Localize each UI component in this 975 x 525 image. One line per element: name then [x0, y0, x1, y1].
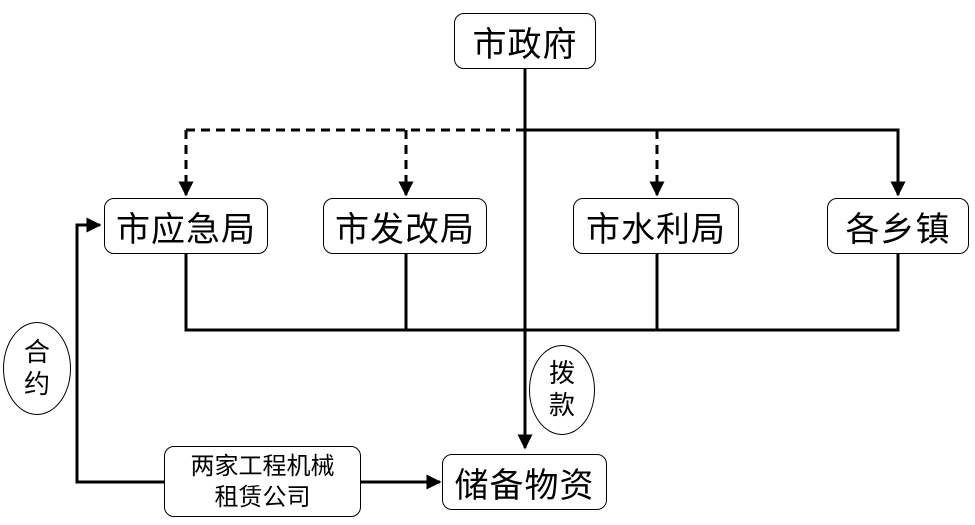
node-leasing-companies: 两家工程机械 租赁公司	[164, 446, 361, 517]
bottom-bus-line	[184, 252, 900, 332]
leasing-companies-line2: 租赁公司	[214, 482, 311, 511]
contract-char-1: 合	[23, 337, 50, 368]
allocation-char-2: 款	[548, 391, 575, 421]
edge-label-contract: 合 约	[3, 322, 71, 415]
contract-double-arrow	[75, 217, 178, 490]
node-reserve-materials: 储备物资	[442, 454, 607, 510]
arrow-to-townships	[525, 128, 906, 197]
node-emergency-bureau: 市应急局	[104, 198, 268, 254]
node-city-government: 市政府	[454, 13, 596, 69]
leasing-companies-line1: 两家工程机械	[190, 451, 335, 480]
edge-label-allocation: 拨 款	[529, 345, 595, 435]
contract-char-2: 约	[23, 369, 50, 400]
node-water-resources-bureau: 市水利局	[573, 198, 739, 254]
allocation-char-1: 拨	[548, 359, 575, 389]
node-townships: 各乡镇	[827, 198, 969, 254]
node-development-reform-bureau: 市发改局	[323, 198, 487, 254]
